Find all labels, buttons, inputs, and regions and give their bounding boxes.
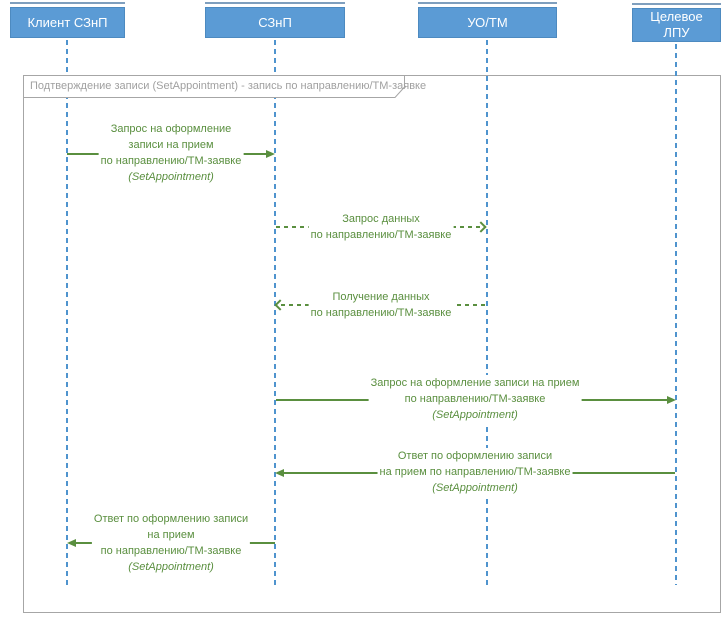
lifeline-head-tselevoe-lpu: Целевое ЛПУ <box>632 8 721 42</box>
lifeline-sznp <box>274 40 276 585</box>
message-label: Запрос данных по направлению/ТМ-заявке <box>308 211 454 243</box>
lifeline-label: УО/ТМ <box>467 15 508 30</box>
message-label: Запрос на оформление записи на прием по … <box>368 375 582 423</box>
message-method: (SetAppointment) <box>128 171 214 183</box>
arrowhead-right-icon <box>266 150 275 158</box>
lifeline-head-sznp: СЗнП <box>205 7 345 38</box>
arrowhead-right-icon <box>667 396 676 404</box>
message-method: (SetAppointment) <box>432 482 518 494</box>
lifeline-label: Целевое ЛПУ <box>650 9 703 40</box>
message-method: (SetAppointment) <box>432 409 518 421</box>
frame-label-pentagon <box>23 75 405 98</box>
head-topline <box>632 3 721 5</box>
head-topline <box>205 2 345 4</box>
arrowhead-left-icon <box>275 469 284 477</box>
lifeline-label: Клиент СЗнП <box>27 15 108 30</box>
lifeline-head-uo-tm: УО/ТМ <box>418 7 557 38</box>
message-label: Запрос на оформление записи на прием по … <box>98 121 244 185</box>
message-label: Получение данных по направлению/ТМ-заявк… <box>308 289 454 321</box>
frame-title: Подтверждение записи (SetAppointment) - … <box>30 80 427 92</box>
head-topline <box>10 2 125 4</box>
lifeline-klient-sznp <box>66 40 68 585</box>
lifeline-head-klient-sznp: Клиент СЗнП <box>10 7 125 38</box>
head-topline <box>418 2 557 4</box>
message-label: Ответ по оформлению записи на прием по н… <box>377 448 573 496</box>
lifeline-uo-tm <box>486 40 488 585</box>
lifeline-tselevoe-lpu <box>675 44 677 585</box>
message-label: Ответ по оформлению записи на прием по н… <box>91 511 251 575</box>
arrowhead-left-icon <box>67 539 76 547</box>
message-method: (SetAppointment) <box>128 561 214 573</box>
lifeline-label: СЗнП <box>258 15 292 30</box>
